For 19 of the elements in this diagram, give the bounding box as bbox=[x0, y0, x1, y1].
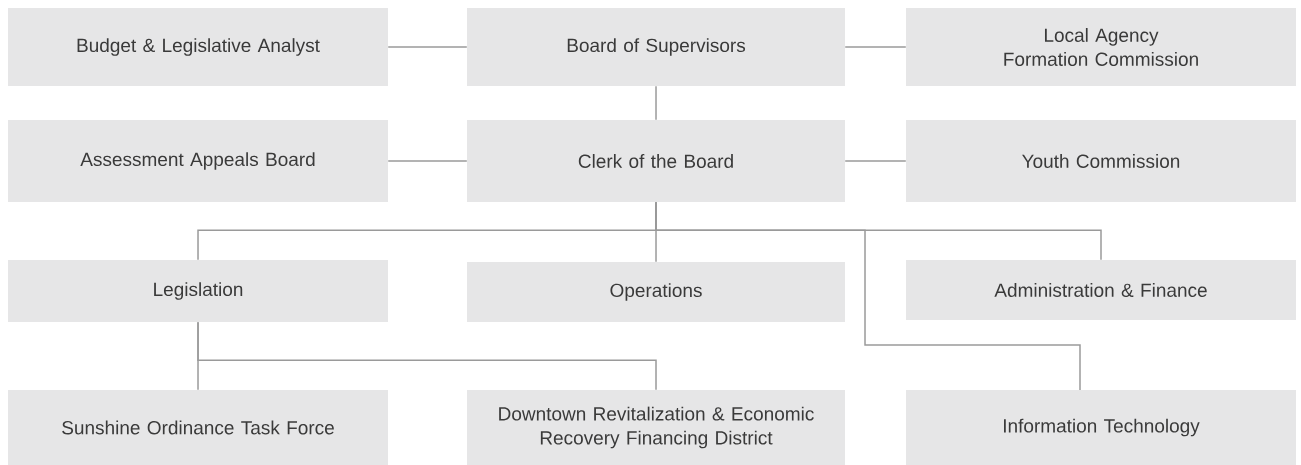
org-box: Local Agency Formation Commission bbox=[906, 8, 1296, 86]
org-box: Legislation bbox=[8, 260, 388, 322]
org-box: Board of Supervisors bbox=[467, 8, 845, 86]
connector-line bbox=[844, 46, 907, 48]
connector-line bbox=[655, 85, 657, 121]
org-box: Operations bbox=[467, 262, 845, 322]
org-box: Youth Commission bbox=[906, 120, 1296, 202]
connector-line bbox=[655, 201, 1081, 391]
org-box: Downtown Revitalization & Economic Recovery Financing District bbox=[467, 390, 845, 465]
org-box: Information Technology bbox=[906, 390, 1296, 465]
org-box: Budget & Legislative Analyst bbox=[8, 8, 388, 86]
org-box: Clerk of the Board bbox=[467, 120, 845, 202]
connector-line bbox=[197, 321, 657, 391]
connector-line bbox=[387, 46, 468, 48]
connector-line bbox=[387, 160, 468, 162]
org-box: Assessment Appeals Board bbox=[8, 120, 388, 202]
connector-line bbox=[844, 160, 907, 162]
org-box: Sunshine Ordinance Task Force bbox=[8, 390, 388, 465]
org-box: Administration & Finance bbox=[906, 260, 1296, 320]
